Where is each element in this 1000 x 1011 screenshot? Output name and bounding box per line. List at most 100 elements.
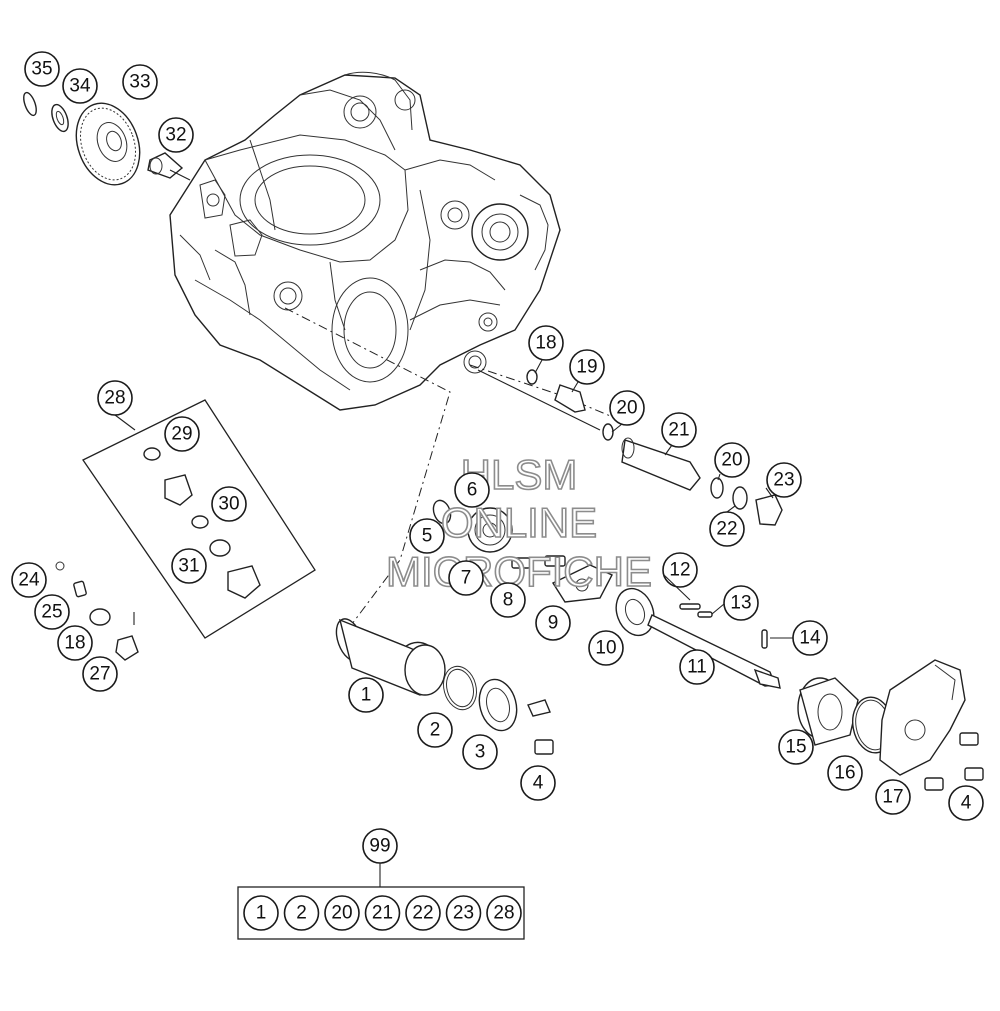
svg-text:33: 33 [129,72,150,93]
kit-99-item-2: 2 [283,895,320,931]
svg-text:14: 14 [799,628,821,649]
callout-20: 20 [609,390,645,426]
callout-1: 1 [348,677,384,713]
callout-19: 19 [569,349,605,385]
callout-18: 18 [528,325,564,361]
svg-text:11: 11 [687,657,707,678]
svg-text:18: 18 [535,333,556,354]
svg-text:22: 22 [716,519,737,540]
svg-text:7: 7 [461,568,472,589]
callout-8: 8 [490,582,526,618]
leader-lines [133,359,793,639]
callout-24: 24 [11,562,47,598]
callout-5: 5 [409,518,445,554]
callout-11: 11 [679,649,715,685]
svg-text:27: 27 [89,664,110,685]
svg-text:3: 3 [475,742,486,763]
callout-17: 17 [875,779,911,815]
svg-text:2: 2 [430,720,441,741]
callout-21: 21 [661,412,697,448]
svg-text:6: 6 [467,480,478,501]
small-parts-group [55,561,139,661]
callout-34: 34 [62,68,98,104]
kit-99-item-20: 20 [324,895,360,931]
pump-cover-group [797,659,984,791]
svg-text:28: 28 [104,388,125,409]
svg-text:20: 20 [721,450,742,471]
svg-text:21: 21 [372,903,393,924]
callout-2: 2 [417,712,453,748]
svg-text:34: 34 [69,76,91,97]
svg-text:1: 1 [361,685,372,706]
callout-6: 6 [454,472,490,508]
callout-25: 25 [34,594,70,630]
svg-text:9: 9 [548,613,559,634]
callout-13: 13 [723,585,759,621]
svg-text:1: 1 [256,903,267,924]
svg-text:29: 29 [171,424,192,445]
svg-text:31: 31 [178,556,199,577]
kit-99-item-22: 22 [405,895,441,931]
callout-18: 18 [57,625,93,661]
svg-text:15: 15 [785,737,806,758]
callout-23: 23 [766,462,802,498]
svg-text:5: 5 [422,526,433,547]
callout-20: 20 [714,442,750,478]
kit-28-box [82,399,316,639]
svg-text:21: 21 [668,420,689,441]
kit-99-item-21: 21 [364,895,401,931]
svg-text:4: 4 [533,773,544,794]
callout-4: 4 [520,765,556,801]
callout-28: 28 [97,380,133,416]
svg-text:2: 2 [296,903,307,924]
kit-99-item-23: 23 [445,895,482,931]
callout-9: 9 [535,605,571,641]
svg-text:12: 12 [669,560,690,581]
callout-15: 15 [778,729,814,765]
kit-99-item-28: 28 [486,895,522,931]
callout-16: 16 [827,755,863,791]
callout-30: 30 [211,486,247,522]
svg-text:8: 8 [503,590,514,611]
svg-text:23: 23 [773,470,794,491]
svg-text:20: 20 [331,903,352,924]
callout-27: 27 [82,656,118,692]
gear-group [23,91,191,186]
kit-99: 99 1 2 20 21 22 23 28 [237,828,525,940]
svg-text:35: 35 [31,59,52,80]
crankcase-drawing [169,71,561,411]
svg-text:18: 18 [64,633,85,654]
svg-text:17: 17 [882,787,903,808]
svg-text:22: 22 [412,903,433,924]
kit-99-items: 1 2 20 21 22 23 28 [243,895,522,931]
svg-text:10: 10 [595,638,616,659]
svg-text:20: 20 [616,398,637,419]
pump-axis-line [469,364,621,421]
callout-3: 3 [462,734,498,770]
callout-31: 31 [171,548,207,584]
svg-text:28: 28 [493,903,514,924]
callout-12: 12 [662,552,698,588]
shaft-group [477,369,783,526]
watermark-line-2: ONLINE [441,499,597,546]
filter-axis-line [284,307,451,641]
svg-text:99: 99 [369,836,390,857]
callout-99: 99 [362,828,398,864]
svg-text:19: 19 [576,357,597,378]
svg-text:4: 4 [961,793,972,814]
svg-text:25: 25 [41,602,62,623]
svg-text:13: 13 [730,593,751,614]
callout-33: 33 [122,64,158,100]
svg-text:32: 32 [165,125,186,146]
callout-10: 10 [588,630,624,666]
svg-text:30: 30 [218,494,239,515]
callout-22: 22 [709,511,745,547]
callout-4: 4 [948,785,984,821]
callout-29: 29 [164,416,200,452]
callout-35: 35 [24,51,60,87]
callout-7: 7 [448,560,484,596]
callout-14: 14 [792,620,828,656]
oil-pump-group [432,499,781,689]
camshaft-gear-drawing [75,102,141,186]
